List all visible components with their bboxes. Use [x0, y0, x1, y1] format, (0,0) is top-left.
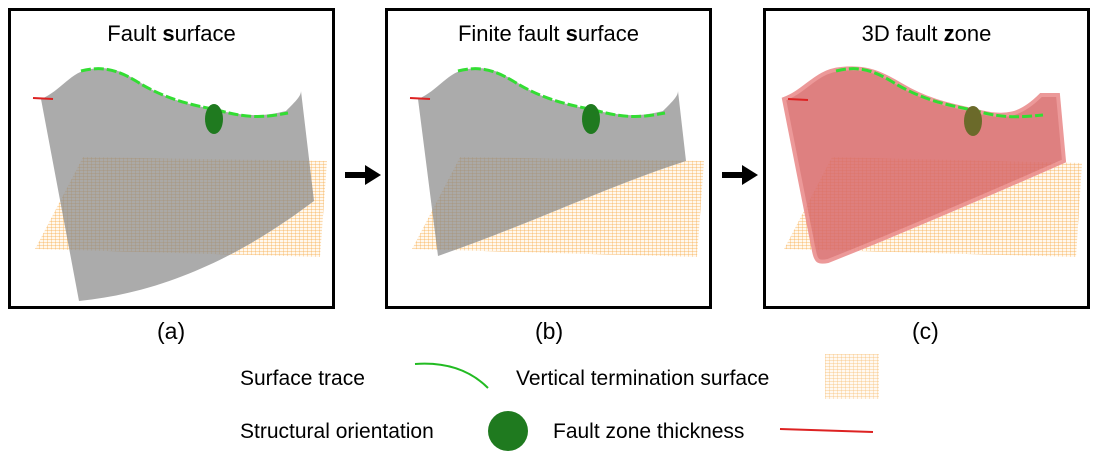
structural-orientation-disc: [205, 104, 223, 134]
panel-title: Fault surface: [107, 21, 236, 46]
legend-surface-trace-label: Surface trace: [240, 367, 365, 390]
panel-label-c: (c): [912, 318, 939, 344]
panel-fault-surface: Fault surface: [8, 8, 335, 309]
structural-orientation-disc: [582, 104, 600, 134]
panel-title: 3D fault zone: [861, 21, 992, 46]
surface-trace: [80, 67, 289, 118]
legend-structural-orientation-label: Structural orientation: [240, 420, 434, 443]
legend-vertical-termination-label: Vertical termination surface: [516, 367, 770, 390]
structural-orientation-swatch: [488, 411, 528, 451]
panel-label-b: (b): [535, 318, 564, 344]
fault-zone-thickness: [32, 97, 54, 100]
panel-title: Finite fault surface: [457, 21, 639, 46]
finite-fault-surface-figure: [409, 67, 704, 257]
panel-label-a: (a): [157, 318, 186, 344]
fault-zone-thickness: [409, 97, 431, 100]
panel-finite-fault-surface: Finite fault surface: [385, 8, 712, 309]
surface-trace: [835, 67, 1044, 119]
surface-trace-swatch: [414, 362, 489, 389]
arrow-right-icon: [345, 165, 381, 185]
surface-trace: [457, 67, 666, 118]
fault-zone-thickness-swatch: [779, 428, 874, 433]
termination-surface-swatch: [825, 354, 879, 399]
3d-fault-zone-figure: [781, 66, 1082, 264]
fault-surface: [41, 68, 314, 301]
arrow-right-icon: [722, 165, 758, 185]
fault-zone-thickness: [787, 98, 809, 101]
legend-fault-zone-thickness-label: Fault zone thickness: [553, 420, 745, 443]
fault-surface-figure: [32, 67, 327, 301]
fault-zone-volume: [781, 66, 1067, 264]
panel-3d-fault-zone: 3D fault zone: [763, 8, 1090, 309]
structural-orientation-disc: [964, 106, 982, 136]
